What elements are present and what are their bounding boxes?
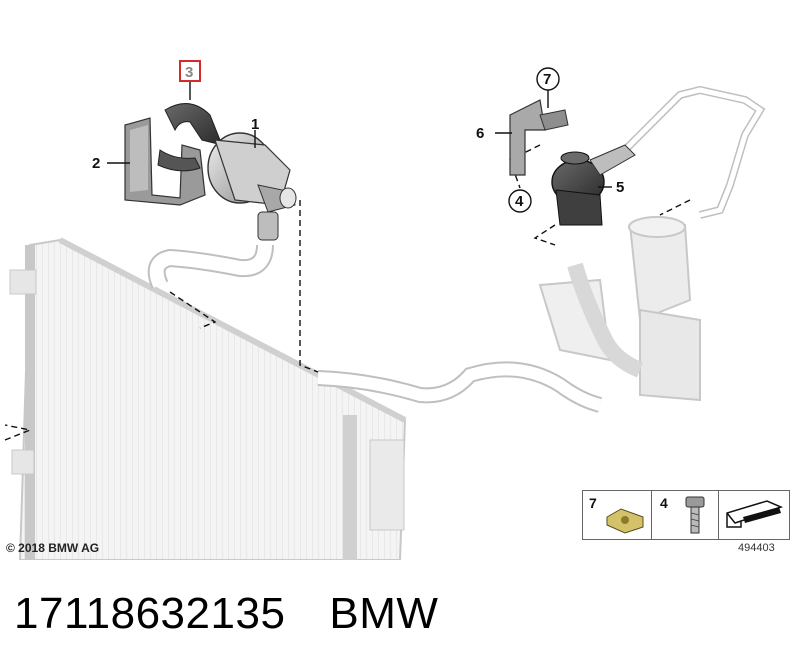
callout-7-circle (536, 67, 560, 91)
clip-nut-icon (606, 508, 644, 534)
footer-caption: 17118632135 BMW (14, 589, 438, 639)
legend-item-clip-nut: 7 (582, 490, 654, 540)
part-5-valve (551, 144, 636, 226)
copyright-notice: © 2018 BMW AG (6, 541, 100, 555)
callout-3: 3 (185, 64, 193, 81)
callout-4-circle (508, 189, 532, 213)
part-1-water-pump (207, 132, 297, 241)
part-6-support-bracket (509, 99, 569, 176)
radiator (9, 237, 407, 560)
legend-label: 4 (660, 495, 668, 511)
legend-item-direction (718, 490, 790, 540)
direction-arrow-icon (726, 500, 784, 528)
drawing-number: 494403 (738, 542, 775, 554)
part-number: 17118632135 (14, 589, 286, 638)
bolt-icon (685, 496, 705, 534)
part-2-bracket (124, 117, 206, 206)
callout-6: 6 (476, 125, 484, 142)
callout-7: 7 (543, 71, 551, 88)
callout-5: 5 (616, 179, 624, 196)
callout-leaders (107, 81, 612, 188)
callout-4: 4 (515, 193, 524, 210)
oil-filter-housing (538, 216, 701, 402)
callout-3-highlight-box (179, 60, 201, 82)
legend-item-bolt: 4 (651, 490, 721, 540)
brand-name: BMW (329, 589, 439, 638)
parts-diagram: 1 2 3 4 5 6 7 (4, 60, 766, 560)
legend-label: 7 (589, 495, 597, 511)
callout-2: 2 (92, 155, 100, 172)
callout-1: 1 (251, 116, 259, 133)
part-3-rubber-mount (157, 103, 223, 172)
